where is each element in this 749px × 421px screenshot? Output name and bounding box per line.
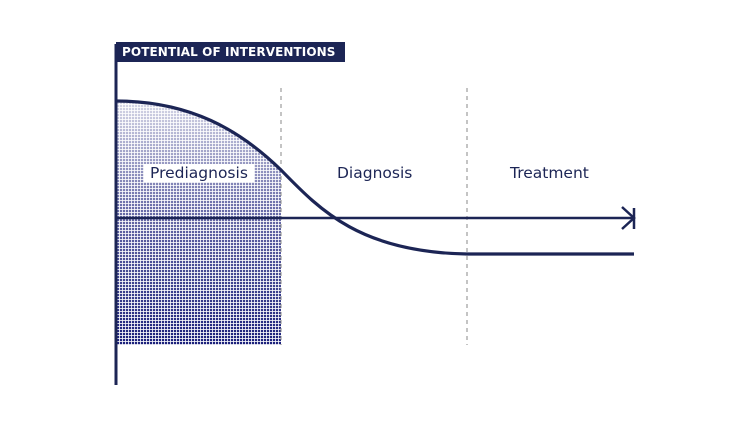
diagram-title: POTENTIAL OF INTERVENTIONS (116, 42, 345, 62)
potential-curve (115, 99, 634, 256)
phase-label-diagnosis: Diagnosis (337, 163, 412, 183)
phase-prediagnosis-text: Prediagnosis (144, 164, 254, 182)
phase-label-prediagnosis: Prediagnosis (144, 163, 254, 183)
phase-diagnosis-text: Diagnosis (337, 164, 413, 182)
arrow-right-icon (621, 206, 636, 230)
phase-label-treatment: Treatment (510, 163, 589, 183)
phase-treatment-text: Treatment (510, 164, 589, 182)
prediagnosis-shaded-area (116, 101, 281, 345)
